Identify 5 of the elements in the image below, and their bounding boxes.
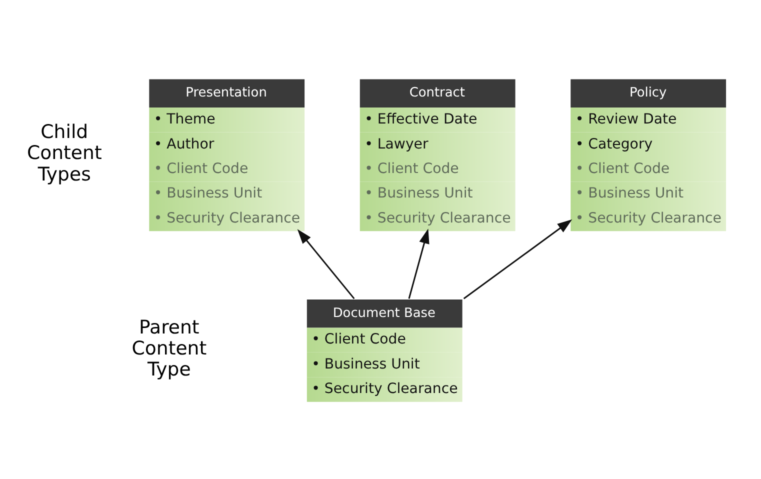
label: Child Content Types [26, 121, 102, 185]
label: Parent Content Type [132, 316, 207, 380]
arrow [408, 228, 430, 298]
arrow [463, 218, 572, 299]
arrow [297, 228, 355, 299]
